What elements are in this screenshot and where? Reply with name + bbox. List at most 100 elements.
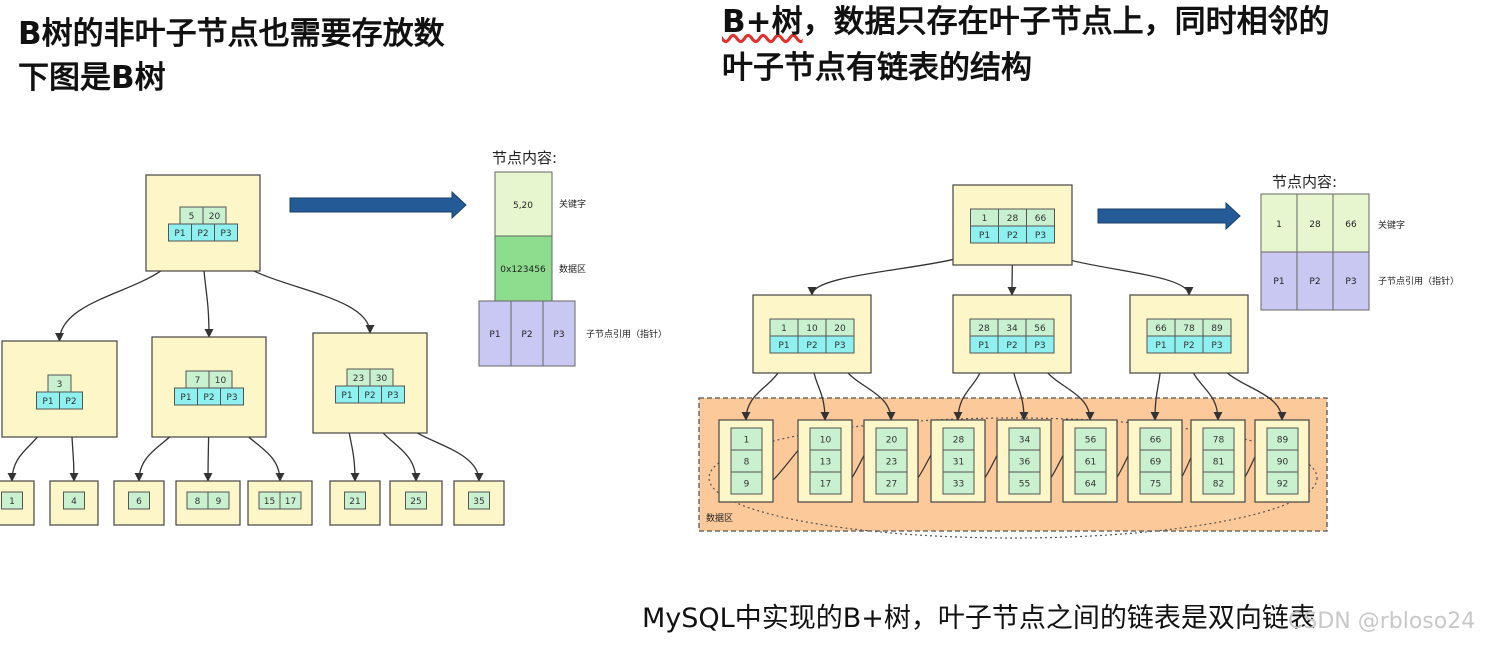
bplus-leaf-node-3-key-text: 27 xyxy=(886,480,897,490)
bplus-leaf-node-2-key-text: 17 xyxy=(820,480,831,490)
b-inner-node-3-ptr-cell xyxy=(381,385,405,404)
b-legend-ptr-cell xyxy=(510,300,544,367)
bplus-legend-ptr-text: P1 xyxy=(1273,277,1284,287)
bplus-inner-node-3-ptr-text: P2 xyxy=(1183,341,1194,351)
bplus-inner-node-1-ptr-text: P2 xyxy=(806,341,817,351)
doubly-linked-loop xyxy=(708,417,1318,539)
b-leaf-node-5-key-text: 17 xyxy=(285,497,296,507)
bplus-leaf-node-9-key-text: 92 xyxy=(1277,480,1288,490)
bplus-root-node-key-text: 28 xyxy=(1007,214,1019,224)
left-heading-line1: B树的非叶子节点也需要存放数 xyxy=(18,16,445,52)
left-heading-line2: 下图是B树 xyxy=(18,60,166,96)
bplus-caption: MySQL中实现的B+树，叶子节点之间的链表是双向链表 xyxy=(642,603,1316,634)
bplus-inner-node-1-key-text: 10 xyxy=(806,324,818,334)
b-inner-node-1-ptr-cell xyxy=(59,391,83,410)
bplus-inner-node-3-ptr-text: P3 xyxy=(1211,341,1222,351)
b-leaf-node-6-key-cell xyxy=(344,491,366,510)
b-legend-ptr-text: P2 xyxy=(521,330,532,340)
b-inner-node-2-ptr-text: P1 xyxy=(180,393,191,403)
b-leaf-node-2-key-cell xyxy=(63,491,85,510)
bplus-leaf-node-7-key-text: 75 xyxy=(1150,480,1161,490)
b-leaf-node-4-key-text: 9 xyxy=(216,497,222,507)
b-legend-ptr-cell xyxy=(478,300,512,367)
bplus-root-node-key-text: 1 xyxy=(982,214,988,224)
bplus-leaf-node-8-key-text: 82 xyxy=(1213,480,1224,490)
b-leaf-node-8: 35 xyxy=(453,480,505,526)
b-inner-node-3-key-text: 23 xyxy=(353,374,364,384)
bplus-leaf-node-8-key-text: 81 xyxy=(1213,458,1224,468)
bplus-root-node-ptr-text: P2 xyxy=(1007,231,1018,241)
b-leaf-node-4-key-text: 8 xyxy=(195,497,201,507)
bplus-inner-node-2-ptr-text: P1 xyxy=(978,341,989,351)
b-legend-ptr-cell xyxy=(542,300,576,367)
bplus-leaf-node-6: 56 61 64 xyxy=(1062,419,1118,503)
bplus-leaf-node-7-key-text: 69 xyxy=(1150,458,1162,468)
data-zone-label: 数据区 xyxy=(706,512,733,524)
b-leaf-node-2: 4 xyxy=(49,480,99,526)
bplus-legend-key-cell xyxy=(1332,193,1370,253)
bplus-legend-ptr-label: 子节点引用（指针） xyxy=(1378,275,1459,287)
bplus-inner-node-2-key-text: 56 xyxy=(1034,324,1046,334)
bplus-legend-arrow xyxy=(1097,201,1241,231)
bplus-leaf-node-2-key-cell xyxy=(809,471,842,495)
b-legend-data-text: 0x123456 xyxy=(500,265,546,275)
b-legend-title: 节点内容: xyxy=(492,149,557,167)
b-inner-node-3-ptr-text: P1 xyxy=(341,391,352,401)
b-inner-node-1-key-text: 3 xyxy=(57,380,63,390)
b-leaf-node-8-key-cell xyxy=(468,491,490,510)
b-leaf-node-7: 25 xyxy=(389,480,443,526)
b-leaf-node-3-key-text: 6 xyxy=(136,497,142,507)
bplus-leaf-node-9-key-text: 89 xyxy=(1277,436,1289,446)
bplus-leaf-node-1: 189 xyxy=(718,419,774,503)
bplus-legend-ptr-text: P2 xyxy=(1309,277,1320,287)
b-inner-node-2-key-text: 10 xyxy=(215,376,227,386)
bplus-leaf-node-9-key-cell xyxy=(1266,471,1299,495)
b-leaf-node-1: 1 xyxy=(0,480,35,526)
bplus-inner-node-3-key-text: 89 xyxy=(1211,324,1223,334)
bplus-tree-term: B+树 xyxy=(722,4,803,40)
right-heading-rest: ，数据只存在叶子节点上，同时相邻的 xyxy=(802,4,1330,40)
b-leaf-node-4-key-cell xyxy=(207,491,230,510)
b-legend-key-label: 关键字 xyxy=(559,198,586,210)
bplus-inner-node-1-ptr-text: P1 xyxy=(778,341,789,351)
bplus-legend-key-text: 28 xyxy=(1309,220,1321,230)
bplus-legend-title: 节点内容: xyxy=(1272,173,1337,191)
b-inner-node-2-ptr-text: P2 xyxy=(203,393,214,403)
bplus-leaf-node-6-key-text: 56 xyxy=(1085,436,1097,446)
bplus-inner-node-2-ptr-cell xyxy=(1025,335,1055,354)
b-leaf-node-7-key-text: 25 xyxy=(410,497,421,507)
bplus-inner-node-3-key-text: 78 xyxy=(1183,324,1195,334)
b-inner-node-1-ptr-text: P1 xyxy=(42,397,53,407)
bplus-legend-key-cell xyxy=(1260,193,1298,253)
b-inner-node-3-ptr-text: P2 xyxy=(364,391,375,401)
bplus-inner-node-2-ptr-text: P3 xyxy=(1034,341,1045,351)
bplus-leaf-node-4-key-text: 28 xyxy=(953,436,965,446)
bplus-inner-node-3-ptr-cell xyxy=(1202,335,1232,354)
b-legend-ptr-label: 子节点引用（指针） xyxy=(586,328,667,340)
bplus-leaf-node-6-key-text: 61 xyxy=(1085,458,1096,468)
bplus-leaf-node-3-key-text: 20 xyxy=(886,436,898,446)
bplus-leaf-node-8-key-text: 78 xyxy=(1213,436,1225,446)
b-root-node-key-text: 5 xyxy=(189,212,195,222)
right-heading-line2: 叶子节点有链表的结构 xyxy=(722,50,1032,86)
bplus-leaf-node-8: 78 81 82 xyxy=(1190,419,1246,503)
bplus-inner-node-3-ptr-text: P1 xyxy=(1155,341,1166,351)
right-heading-line1: B+树，数据只存在叶子节点上，同时相邻的 xyxy=(722,0,1330,44)
bplus-leaf-node-6-key-text: 64 xyxy=(1085,480,1097,490)
b-legend-ptr-text: P1 xyxy=(489,330,500,340)
bplus-leaf-node-8-key-cell xyxy=(1202,471,1235,495)
csdn-watermark: CSDN @rbloso24 xyxy=(1288,609,1476,634)
bplus-inner-node-2-key-text: 28 xyxy=(978,324,990,334)
bplus-legend-ptr-cell xyxy=(1296,251,1334,311)
b-leaf-node-7-key-cell xyxy=(405,491,427,510)
bplus-legend-key-label: 关键字 xyxy=(1378,219,1405,231)
bplus-leaf-node-1-key-text: 1 xyxy=(744,436,750,446)
